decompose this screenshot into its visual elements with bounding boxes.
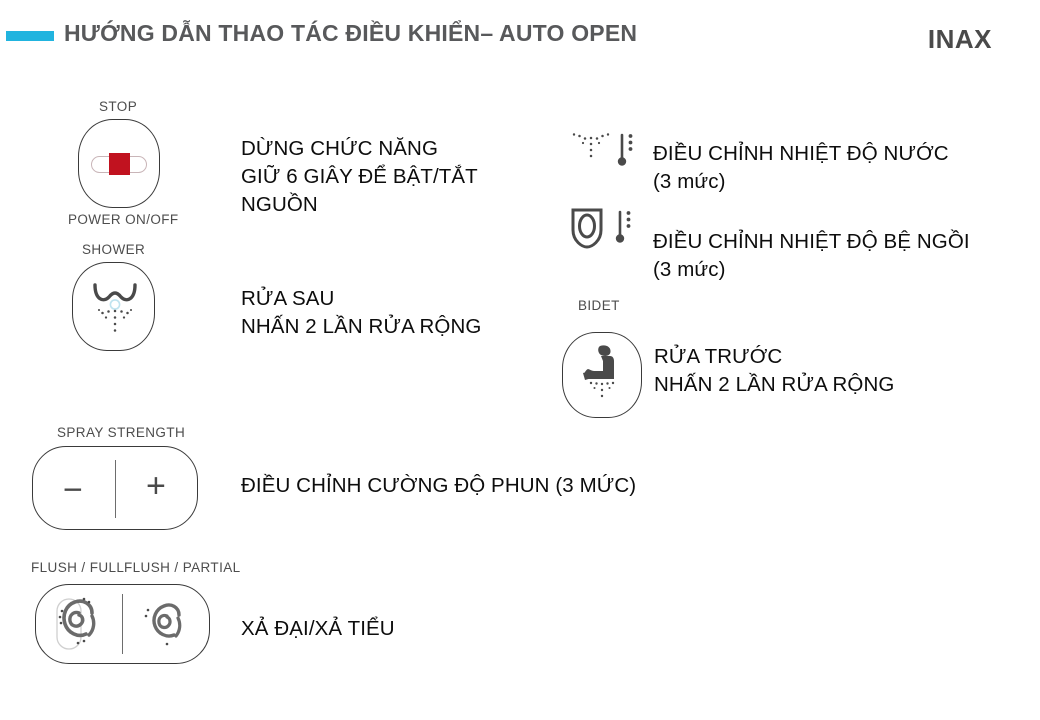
- flush-description: XẢ ĐẠI/XẢ TIỂU: [241, 617, 395, 640]
- spray-strength-caption-label: SPRAY STRENGTH: [57, 425, 186, 440]
- seat-temperature-thermometer-icon: [571, 208, 631, 249]
- header-accent-bar: [6, 31, 54, 41]
- water-temperature-thermometer-icon: [572, 133, 633, 166]
- page-header: HƯỚNG DẪN THAO TÁC ĐIỀU KHIỂN– AUTO OPEN…: [0, 0, 1040, 70]
- flush-full-caption-label: FLUSH / FULL: [31, 560, 125, 575]
- water-temperature-description: ĐIỀU CHỈNH NHIỆT ĐỘ NƯỚC (3 mức): [653, 142, 949, 193]
- spray-strength-decrease-button[interactable]: −: [63, 471, 83, 509]
- flush-partial-swirl-icon[interactable]: [137, 597, 199, 655]
- bidet-description: RỬA TRƯỚC NHẤN 2 LẦN RỬA RỘNG: [654, 345, 895, 396]
- bidet-caption-label: BIDET: [578, 298, 620, 313]
- flush-full-swirl-icon[interactable]: [48, 593, 114, 657]
- shower-description: RỬA SAU NHẤN 2 LẦN RỬA RỘNG: [241, 287, 482, 338]
- shower-caption-label: SHOWER: [82, 242, 146, 257]
- bidet-button[interactable]: [562, 332, 642, 418]
- spray-strength-divider: [115, 460, 117, 518]
- stop-description: DỪNG CHỨC NĂNG GIỮ 6 GIÂY ĐỂ BẬT/TẮT NGU…: [241, 137, 478, 216]
- spray-strength-increase-button[interactable]: +: [146, 467, 166, 505]
- shower-button[interactable]: [72, 262, 155, 351]
- stop-caption-label: STOP: [99, 99, 138, 114]
- stop-button[interactable]: [78, 119, 160, 208]
- seat-temperature-description: ĐIỀU CHỈNH NHIỆT ĐỘ BỆ NGỒI (3 mức): [653, 230, 970, 281]
- flush-button[interactable]: [35, 584, 210, 664]
- stop-square-icon: [109, 153, 130, 175]
- flush-divider: [122, 594, 124, 654]
- flush-partial-caption-label: FLUSH / PARTIAL: [124, 560, 241, 575]
- rear-wash-spray-icon: [93, 283, 137, 332]
- brand-logo-inax: INAX: [927, 24, 992, 54]
- page-title: HƯỚNG DẪN THAO TÁC ĐIỀU KHIỂN– AUTO OPEN: [64, 20, 638, 46]
- front-wash-seated-figure-icon: [583, 345, 615, 398]
- power-onoff-caption-label: POWER ON/OFF: [68, 212, 179, 227]
- spray-strength-button[interactable]: − +: [32, 446, 198, 530]
- spray-strength-description: ĐIỀU CHỈNH CƯỜNG ĐỘ PHUN (3 MỨC): [241, 474, 637, 497]
